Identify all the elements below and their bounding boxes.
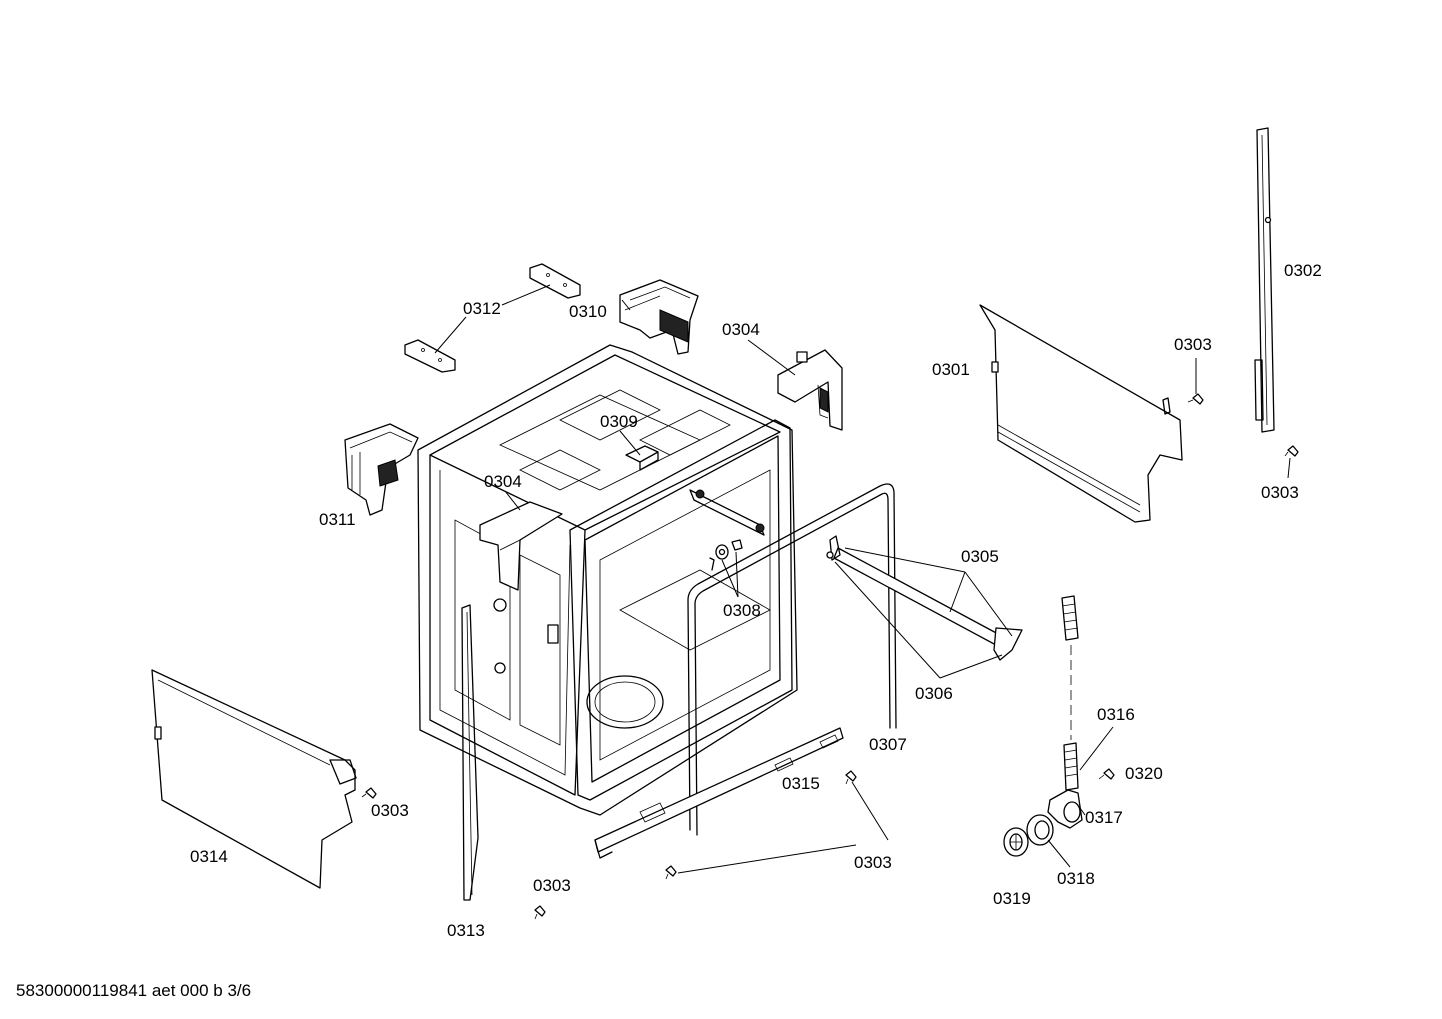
label-0303-b: 0303: [1261, 483, 1299, 502]
part-0303-screws: [361, 393, 1299, 920]
label-0318: 0318: [1057, 869, 1095, 888]
label-0307: 0307: [869, 735, 907, 754]
part-0312-plate-upper: [529, 263, 581, 299]
part-0304-bracket-left: [479, 501, 563, 591]
label-0304-upper: 0304: [722, 320, 760, 339]
label-0316: 0316: [1097, 705, 1135, 724]
label-0314: 0314: [190, 847, 228, 866]
label-0302: 0302: [1284, 261, 1322, 280]
part-0302-side-rail: [1254, 127, 1275, 433]
part-0305-hinge-bar: [826, 535, 1023, 661]
part-0318-ring: [1026, 814, 1054, 846]
label-0319: 0319: [993, 889, 1031, 908]
label-0312: 0312: [463, 299, 501, 318]
label-0303-e: 0303: [533, 876, 571, 895]
part-0314-panel: [151, 669, 357, 889]
label-0303-c: 0303: [371, 801, 409, 820]
leader-lines: [434, 284, 1291, 874]
part-0319-cap: [1003, 827, 1029, 857]
label-0309: 0309: [600, 412, 638, 431]
label-0311: 0311: [319, 510, 356, 529]
label-0310: 0310: [569, 302, 607, 321]
part-0309-clip: [625, 445, 659, 471]
part-labels: 0312 0310 0304 0309 0304 0311 0302 0303 …: [190, 261, 1322, 940]
part-0315-kickplate: [594, 727, 844, 859]
label-0303-d: 0303: [854, 853, 892, 872]
part-0308-fasteners: [709, 539, 743, 571]
part-0313-side-rail: [461, 604, 479, 901]
label-0304-lower: 0304: [484, 472, 522, 491]
label-0313: 0313: [447, 921, 485, 940]
part-0316-hose: [1061, 595, 1079, 791]
part-0320-screw: [1098, 768, 1115, 780]
label-0303-a: 0303: [1174, 335, 1212, 354]
part-0301-panel: [979, 304, 1183, 523]
label-0306: 0306: [915, 684, 953, 703]
label-0315: 0315: [782, 774, 820, 793]
part-0312-plate-lower: [404, 339, 456, 373]
label-0301: 0301: [932, 360, 970, 379]
label-0320: 0320: [1125, 764, 1163, 783]
label-0305: 0305: [961, 547, 999, 566]
label-0317: 0317: [1085, 808, 1123, 827]
tub-cabinet: [417, 344, 798, 816]
part-0311-hinge-box: [344, 423, 419, 516]
label-0308: 0308: [723, 601, 761, 620]
document-code: 58300000119841 aet 000 b 3/6: [16, 981, 252, 1000]
part-0310-hinge-box: [619, 279, 699, 355]
part-0304-bracket-right: [777, 349, 843, 431]
part-0307-seal: [687, 483, 897, 836]
part-0317-elbow: [1047, 789, 1083, 829]
